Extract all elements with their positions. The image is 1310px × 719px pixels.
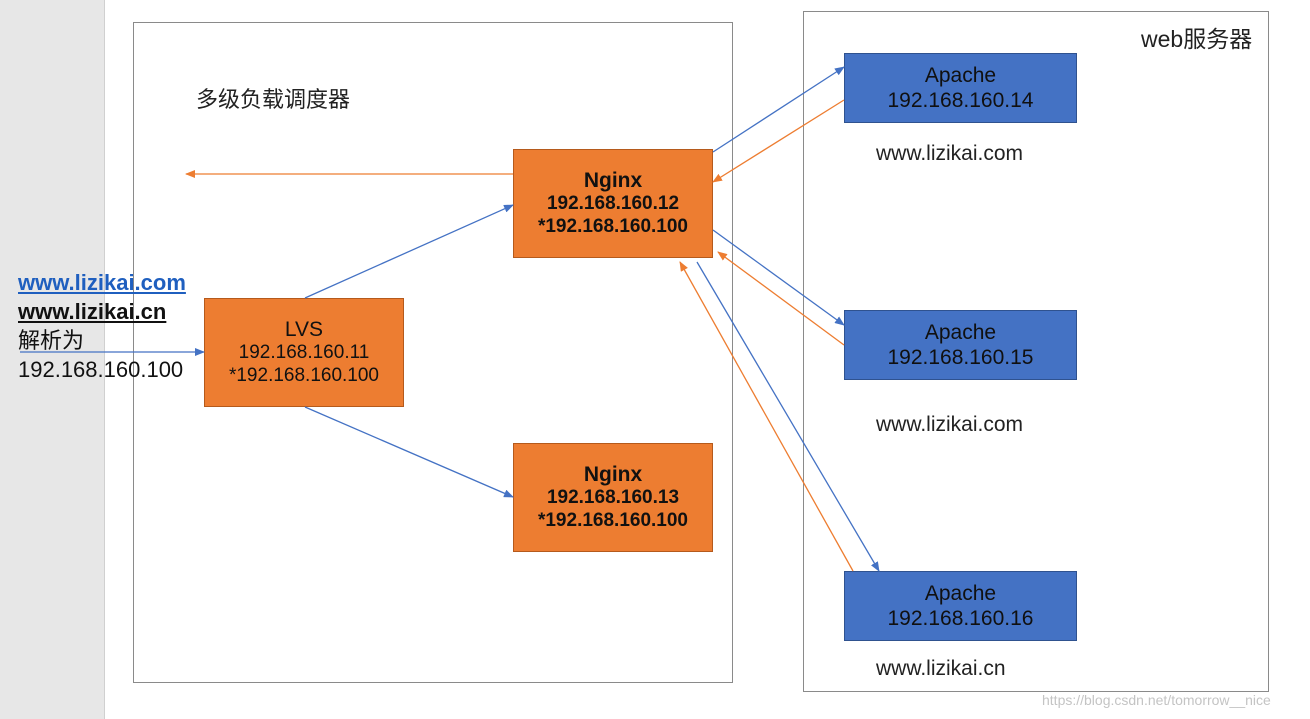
- dns-resolution-note: www.lizikai.com www.lizikai.cn 解析为 192.1…: [18, 268, 186, 384]
- lvs-node: LVS 192.168.160.11 *192.168.160.100: [204, 298, 404, 407]
- apache3-name: Apache: [924, 581, 997, 605]
- apache-node-2: Apache 192.168.160.15: [844, 310, 1077, 380]
- nginx1-vip: *192.168.160.100: [537, 216, 689, 238]
- nginx1-ip: 192.168.160.12: [546, 193, 680, 215]
- web-server-group-title: web服务器: [1141, 26, 1253, 52]
- apache3-ip: 192.168.160.16: [887, 607, 1034, 630]
- nginx-node-1: Nginx 192.168.160.12 *192.168.160.100: [513, 149, 713, 258]
- resolve-ip: 192.168.160.100: [18, 357, 184, 383]
- apache1-domain: www.lizikai.com: [876, 142, 1024, 165]
- nginx2-vip: *192.168.160.100: [537, 510, 689, 532]
- domain-link-cn[interactable]: www.lizikai.cn: [18, 299, 167, 325]
- nginx2-ip: 192.168.160.13: [546, 487, 680, 509]
- apache-node-3: Apache 192.168.160.16: [844, 571, 1077, 641]
- left-sidebar-panel: [0, 0, 105, 719]
- apache3-domain: www.lizikai.cn: [876, 657, 1006, 680]
- apache1-name: Apache: [924, 63, 997, 87]
- watermark-text: https://blog.csdn.net/tomorrow__nice: [1042, 692, 1271, 708]
- lvs-name: LVS: [284, 318, 324, 342]
- lvs-vip: *192.168.160.100: [228, 365, 380, 387]
- scheduler-group-title: 多级负载调度器: [196, 87, 351, 112]
- nginx2-name: Nginx: [583, 463, 643, 487]
- apache-node-1: Apache 192.168.160.14: [844, 53, 1077, 123]
- lvs-ip: 192.168.160.11: [238, 342, 370, 364]
- domain-link-com[interactable]: www.lizikai.com: [18, 270, 186, 295]
- apache1-ip: 192.168.160.14: [887, 89, 1034, 112]
- nginx1-name: Nginx: [583, 169, 643, 193]
- resolve-text: 解析为: [18, 328, 85, 354]
- apache2-name: Apache: [924, 320, 997, 344]
- apache2-ip: 192.168.160.15: [887, 346, 1034, 369]
- apache2-domain: www.lizikai.com: [876, 413, 1024, 436]
- nginx-node-2: Nginx 192.168.160.13 *192.168.160.100: [513, 443, 713, 552]
